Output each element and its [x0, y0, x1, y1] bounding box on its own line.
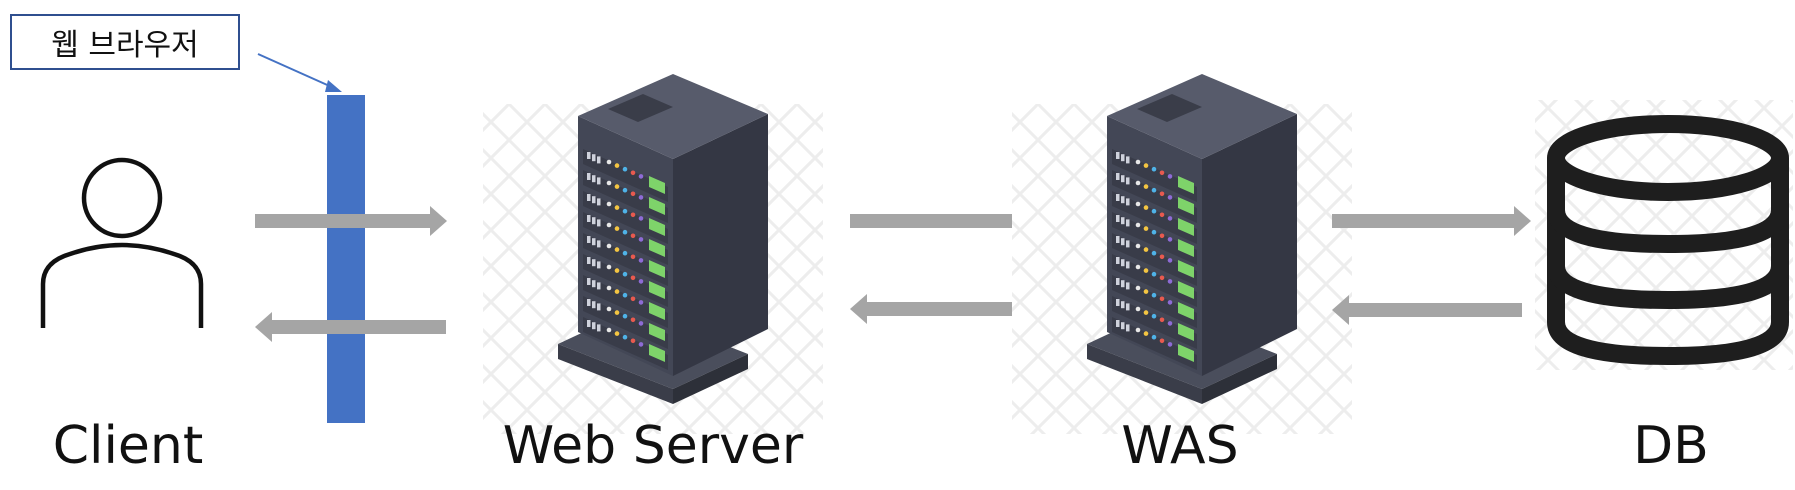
database-icon	[1535, 100, 1793, 370]
arrow-was-to-webserver	[850, 294, 1041, 324]
arrow-was-to-db	[1332, 206, 1531, 236]
client-person-icon	[40, 157, 204, 328]
db-label: DB	[1633, 416, 1709, 476]
was-label: WAS	[1121, 416, 1239, 476]
client-label: Client	[52, 416, 204, 476]
arrow-client-to-webserver	[255, 206, 447, 236]
web-browser-callout: 웹 브라우저	[10, 14, 240, 70]
callout-pointer	[257, 53, 342, 92]
web-browser-bar	[327, 95, 365, 423]
web-server-icon	[483, 74, 823, 434]
web-browser-callout-text: 웹 브라우저	[51, 28, 199, 63]
web-server-label: Web Server	[502, 416, 804, 476]
was-server-icon	[1012, 74, 1352, 434]
arrow-db-to-was	[1332, 295, 1522, 325]
arrow-webserver-to-client	[255, 312, 446, 342]
